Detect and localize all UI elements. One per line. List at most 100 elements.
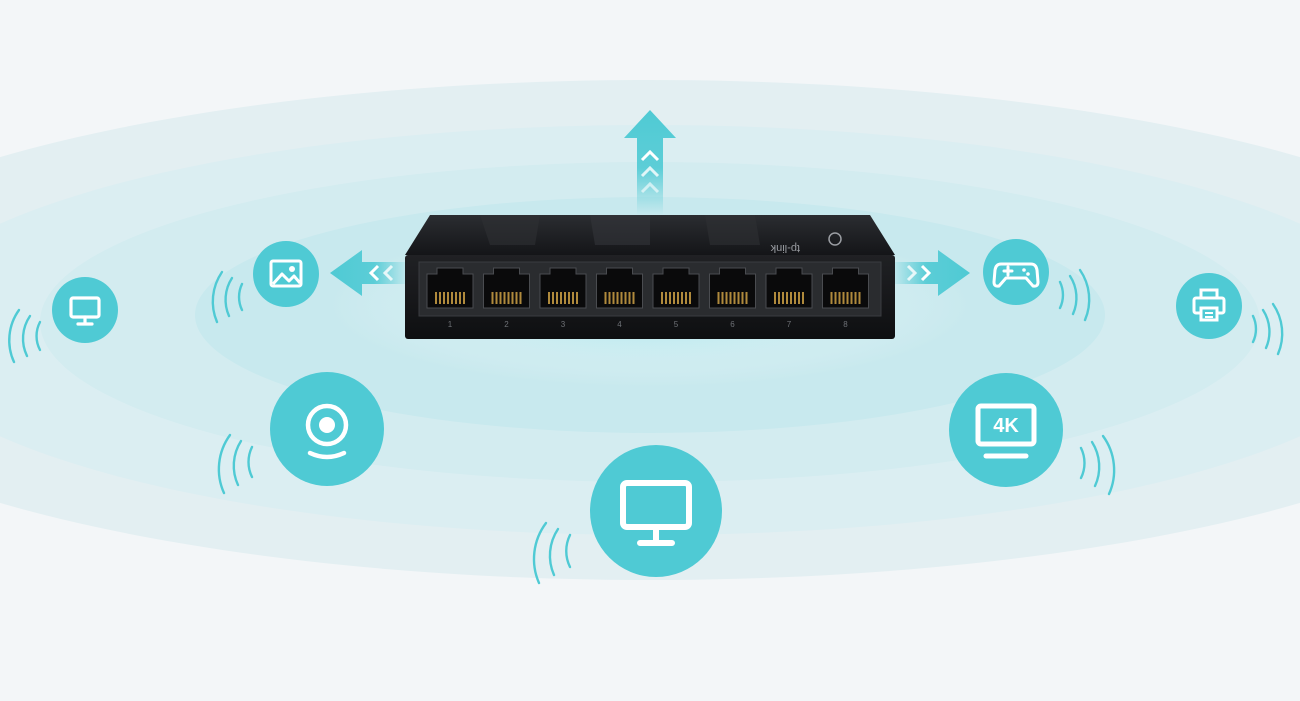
port-pin [604, 292, 607, 304]
port-pin [552, 292, 554, 304]
port-pin [782, 292, 784, 304]
port-number: 5 [674, 320, 679, 329]
monitor-bottom-device [590, 445, 722, 577]
port-pin [673, 292, 675, 304]
port-number: 7 [787, 320, 792, 329]
port-pin [612, 292, 615, 304]
port-pin [491, 292, 494, 304]
port-pin [495, 292, 498, 304]
port-number: 1 [448, 320, 453, 329]
port-pin [628, 292, 631, 304]
port-pin [834, 292, 837, 304]
port-pin [689, 292, 691, 304]
port-number: 3 [561, 320, 566, 329]
ethernet-port: 6 [709, 267, 756, 329]
port-pin [556, 292, 558, 304]
port-pin [790, 292, 792, 304]
port-pin [511, 292, 514, 304]
gamepad-waves [1058, 268, 1091, 322]
port-pin [729, 292, 732, 304]
gamepad-icon [992, 262, 1040, 288]
port-pin [741, 292, 744, 304]
ethernet-port: 8 [822, 267, 869, 329]
port-pin [858, 292, 861, 304]
photo-waves [211, 270, 244, 324]
ethernet-port: 5 [652, 267, 700, 329]
tv-4k-waves [1079, 434, 1116, 496]
port-pin [842, 292, 845, 304]
port-pin [846, 292, 849, 304]
ethernet-port: 4 [596, 267, 643, 329]
port-row: 1 2 3 4 5 6 7 8 [426, 267, 869, 329]
ethernet-port: 2 [483, 267, 530, 329]
ethernet-port: 1 [426, 267, 474, 329]
port-number: 6 [730, 320, 735, 329]
port-pin [455, 292, 457, 304]
tv-4k-label: 4K [993, 415, 1019, 437]
port-pin [443, 292, 445, 304]
port-pin [447, 292, 449, 304]
port-pin [737, 292, 740, 304]
port-pin [786, 292, 788, 304]
port-pin [778, 292, 780, 304]
port-pin [717, 292, 720, 304]
port-pin [624, 292, 627, 304]
port-pin [608, 292, 611, 304]
port-pin [632, 292, 635, 304]
monitor-far-left-device [52, 277, 118, 343]
port-pin [685, 292, 687, 304]
monitor-icon [69, 296, 101, 326]
brand-logo-text: tp-link [770, 242, 800, 254]
webcam-icon [305, 403, 349, 460]
port-pin [564, 292, 566, 304]
image-icon [269, 259, 303, 288]
port-pin [463, 292, 465, 304]
port-pin [620, 292, 623, 304]
left-arrow [330, 250, 410, 296]
port-pin [503, 292, 506, 304]
upload-arrow [624, 110, 676, 215]
port-pin [721, 292, 724, 304]
monitor-icon [620, 480, 692, 546]
port-number: 2 [504, 320, 509, 329]
right-arrow [890, 250, 970, 296]
port-pin [669, 292, 671, 304]
port-pin [774, 292, 776, 304]
tv-4k-device: 4K [949, 373, 1063, 487]
port-pin [459, 292, 461, 304]
port-pin [515, 292, 518, 304]
printer-waves [1251, 302, 1284, 356]
port-pin [439, 292, 441, 304]
port-pin [733, 292, 736, 304]
port-pin [616, 292, 619, 304]
port-pin [568, 292, 570, 304]
port-pin [665, 292, 667, 304]
port-pin [572, 292, 574, 304]
port-pin [725, 292, 728, 304]
photo-device [253, 241, 319, 307]
printer-icon [1192, 288, 1226, 322]
port-pin [798, 292, 800, 304]
port-pin [499, 292, 502, 304]
brand-logo: tp-link [770, 242, 800, 254]
port-pin [519, 292, 522, 304]
gamepad-device [983, 239, 1049, 305]
monitor-bottom-waves [532, 521, 572, 585]
port-pin [681, 292, 683, 304]
port-pin [850, 292, 853, 304]
port-pin [576, 292, 578, 304]
webcam-waves [217, 433, 254, 495]
port-pin [507, 292, 510, 304]
monitor-far-left-waves [8, 308, 42, 364]
tv-4k-icon: 4K [975, 403, 1037, 459]
port-pin [830, 292, 833, 304]
port-pin [794, 292, 796, 304]
port-pin [677, 292, 679, 304]
port-pin [802, 292, 804, 304]
port-pin [661, 292, 663, 304]
port-pin [451, 292, 453, 304]
brand-logo-mark [828, 232, 842, 246]
webcam-device [270, 372, 384, 486]
ethernet-port: 3 [539, 267, 587, 329]
